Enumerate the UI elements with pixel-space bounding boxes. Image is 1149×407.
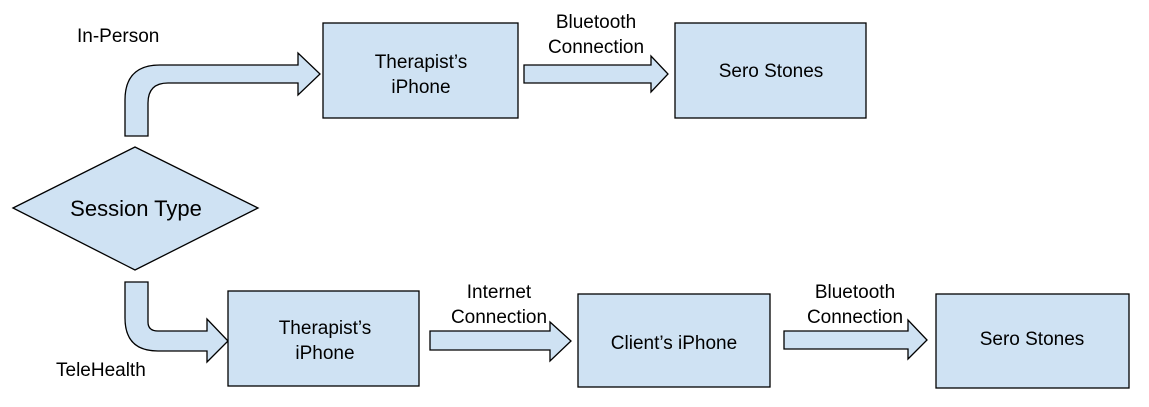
top-bluetooth-arrow — [523, 54, 669, 94]
telehealth-branch-arrow — [124, 281, 229, 364]
bottom-therapist-line2: iPhone — [295, 343, 354, 364]
top-therapist-line2: iPhone — [391, 77, 450, 98]
internet-arrow — [429, 320, 572, 363]
bottom-stones-label: Sero Stones — [980, 329, 1085, 350]
top-therapist-line1: Therapist’s — [375, 52, 468, 73]
in-person-label: In-Person — [77, 26, 159, 47]
internet-line1: Internet — [467, 282, 532, 303]
session-type-diamond — [11, 146, 260, 271]
bottom-bluetooth-line2: Connection — [807, 307, 903, 328]
bottom-sero-stones-box — [935, 293, 1130, 389]
top-connection-line1: Bluetooth — [556, 12, 636, 33]
in-person-branch-arrow — [124, 51, 321, 137]
top-therapist-iphone-box — [322, 22, 519, 119]
bottom-bluetooth-arrow — [783, 318, 928, 361]
bottom-bluetooth-line1: Bluetooth — [815, 282, 895, 303]
top-sero-stones-box — [674, 22, 867, 119]
top-connection-line2: Connection — [548, 37, 644, 58]
bottom-therapist-line1: Therapist’s — [279, 318, 372, 339]
internet-line2: Connection — [451, 307, 547, 328]
top-stones-label: Sero Stones — [719, 61, 824, 82]
client-iphone-label: Client’s iPhone — [611, 333, 737, 354]
bottom-therapist-iphone-box — [227, 290, 420, 387]
session-type-label: Session Type — [70, 196, 202, 221]
client-iphone-box — [577, 293, 771, 388]
telehealth-label: TeleHealth — [56, 360, 146, 381]
